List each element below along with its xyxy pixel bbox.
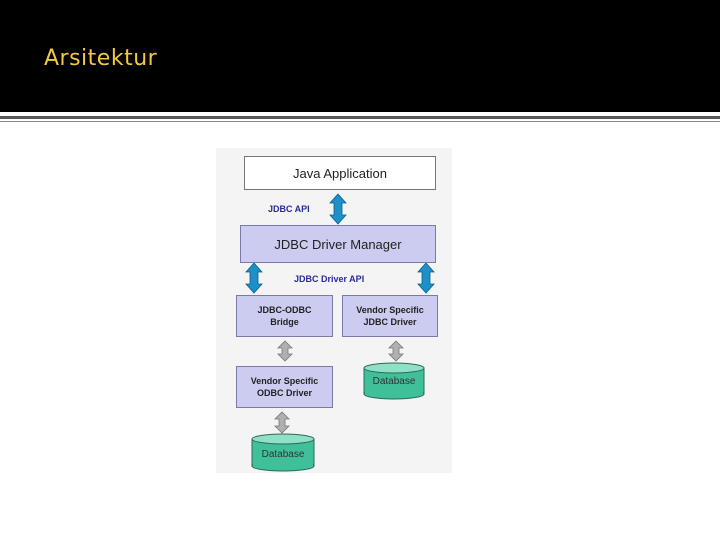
manager-to-vendor-jdbc-arrow [417,262,435,294]
vendor-jdbc-label-line2: JDBC Driver [363,317,417,327]
title-bar: Arsitektur [0,0,720,112]
vendor-jdbc-to-db-arrow [388,340,404,362]
vendor-odbc-label-line2: ODBC Driver [256,388,312,398]
jdbc-driver-api-label: JDBC Driver API [294,274,365,284]
bridge-to-odbc-arrow [277,340,293,362]
database-right-label: Database [372,376,416,387]
jdbc-odbc-bridge-box: JDBC-ODBC Bridge [236,295,333,337]
vendor-odbc-driver-box: Vendor Specific ODBC Driver [236,366,333,408]
java-to-manager-arrow [329,193,347,225]
vendor-jdbc-label-line1: Vendor Specific [356,305,424,315]
divider-thin [0,121,720,122]
bridge-label-line2: Bridge [270,317,299,327]
divider-thick [0,116,720,119]
jdbc-api-label: JDBC API [268,204,310,214]
diagram-graphics [245,193,435,472]
java-application-box: Java Application [244,156,436,190]
driver-manager-box: JDBC Driver Manager [240,225,436,263]
vendor-odbc-label-line1: Vendor Specific [250,376,319,386]
java-application-label: Java Application [293,165,387,181]
odbc-to-db-arrow [274,411,290,434]
vendor-jdbc-driver-box: Vendor Specific JDBC Driver [342,295,438,337]
jdbc-architecture-diagram: Java Application JDBC API JDBC Driver Ma… [216,148,452,473]
slide-title: Arsitektur [44,46,158,71]
bridge-label-line1: JDBC-ODBC [257,305,312,315]
driver-manager-label: JDBC Driver Manager [274,236,402,252]
database-bottom-label: Database [261,449,305,460]
database-bottom-icon [251,433,315,472]
database-right-icon [363,362,425,400]
manager-to-bridge-arrow [245,262,263,294]
